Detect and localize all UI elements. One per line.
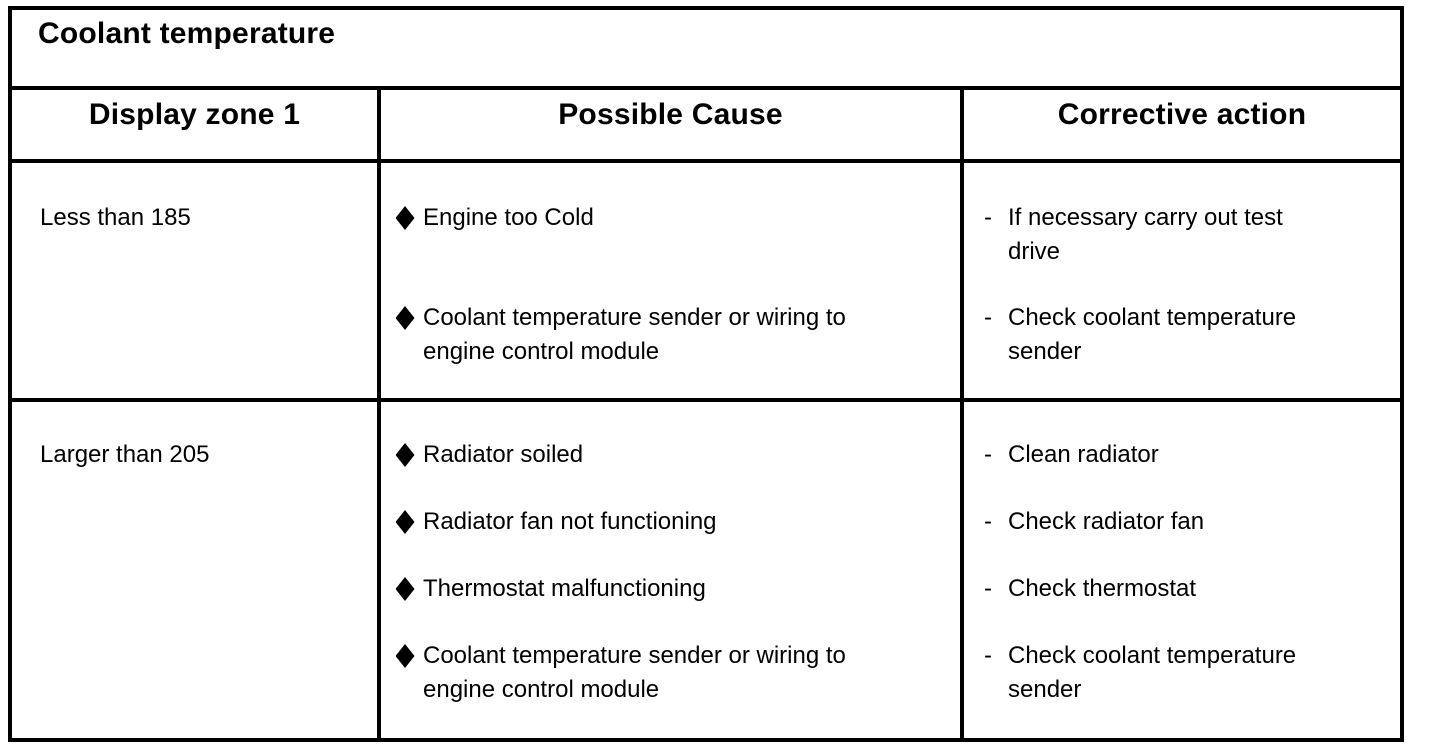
cause-item: Coolant temperature sender or wiring to … [394, 639, 946, 707]
diamond-bullet-icon [394, 301, 416, 335]
dash-marker: - [984, 575, 992, 602]
action-text: Check coolant temperature sender [1008, 304, 1297, 365]
action-item: -Clean radiator [984, 438, 1386, 505]
action-text: If necessary carry out test drive [1008, 204, 1283, 265]
cause-item: Coolant temperature sender or wiring to … [394, 301, 946, 369]
dash-marker: - [984, 204, 992, 231]
actions-cell: -If necessary carry out test drive-Check… [960, 163, 1400, 398]
display-zone-value: Less than 185 [40, 204, 191, 231]
dash-marker: - [984, 642, 992, 669]
diamond-bullet-icon [394, 505, 416, 539]
cause-text: Engine too Cold [423, 204, 594, 231]
header-corrective-action: Corrective action [960, 90, 1400, 159]
table-title-row: Coolant temperature [12, 10, 1400, 90]
display-zone-value: Larger than 205 [40, 441, 210, 468]
header-display-zone-1: Display zone 1 [88, 98, 301, 131]
action-item: -Check radiator fan [984, 505, 1386, 572]
diamond-bullet-icon [394, 438, 416, 472]
table-header-row: Display zone 1 Possible Cause Corrective… [12, 90, 1400, 163]
action-item: -If necessary carry out test drive [984, 201, 1386, 301]
action-item: -Check coolant temperature sender [984, 639, 1386, 707]
display-zone-cell: Larger than 205 [12, 402, 377, 738]
dash-marker: - [984, 304, 992, 331]
action-text: Check coolant temperature sender [1008, 642, 1297, 703]
cause-text: Radiator fan not functioning [423, 508, 717, 535]
diamond-bullet-icon [394, 201, 416, 235]
actions-cell: -Clean radiator-Check radiator fan-Check… [960, 402, 1400, 738]
cause-text: Radiator soiled [423, 441, 584, 468]
action-item: -Check thermostat [984, 572, 1386, 639]
cause-item: Thermostat malfunctioning [394, 572, 946, 639]
cause-item: Radiator fan not functioning [394, 505, 946, 572]
action-item: -Check coolant temperature sender [984, 301, 1386, 369]
dash-marker: - [984, 441, 992, 468]
diamond-bullet-icon [394, 572, 416, 606]
dash-marker: - [984, 508, 992, 535]
cause-item: Engine too Cold [394, 201, 946, 301]
display-zone-cell: Less than 185 [12, 163, 377, 398]
cause-text: Coolant temperature sender or wiring to … [423, 304, 846, 365]
diamond-bullet-icon [394, 639, 416, 673]
cause-text: Coolant temperature sender or wiring to … [423, 642, 846, 703]
page-title: Coolant temperature [38, 17, 336, 50]
cause-text: Thermostat malfunctioning [423, 575, 706, 602]
header-possible-cause: Possible Cause [377, 90, 960, 159]
action-text: Clean radiator [1008, 441, 1159, 468]
cause-item: Radiator soiled [394, 438, 946, 505]
action-text: Check radiator fan [1008, 508, 1205, 535]
action-text: Check thermostat [1008, 575, 1197, 602]
coolant-temperature-table: Coolant temperature Display zone 1 Possi… [8, 6, 1404, 742]
